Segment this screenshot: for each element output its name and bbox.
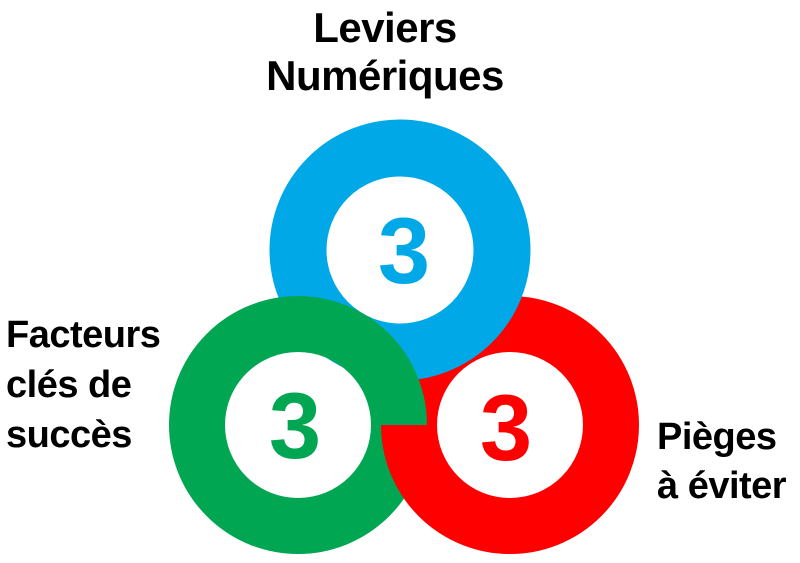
red-ring-value: 3 — [480, 375, 532, 480]
title-leviers-numeriques: Leviers Numériques — [100, 4, 670, 100]
left-label-line-3: succès — [6, 410, 160, 460]
left-label-line-2: clés de — [6, 360, 160, 410]
left-label-line-1: Facteurs — [6, 310, 160, 360]
title-line-2: Numériques — [100, 52, 670, 100]
label-pieges-a-eviter: Pièges à éviter — [657, 413, 786, 511]
right-label-line-2: à éviter — [657, 462, 786, 511]
blue-ring-value: 3 — [378, 198, 430, 303]
title-line-1: Leviers — [100, 4, 670, 52]
right-label-line-1: Pièges — [657, 413, 786, 462]
green-ring-value: 3 — [269, 373, 321, 478]
label-facteurs-cles-de-succes: Facteurs clés de succès — [6, 310, 160, 460]
